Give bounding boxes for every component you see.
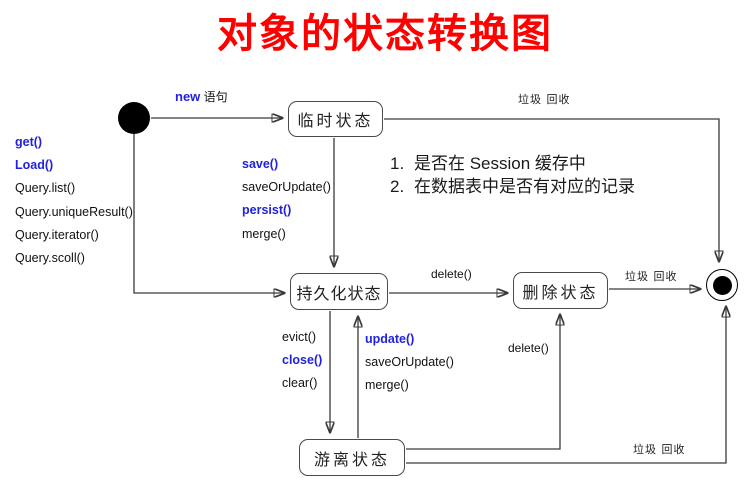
transition-delete-detached-line bbox=[406, 315, 560, 450]
method-item: persist() bbox=[242, 203, 292, 218]
final-state-icon bbox=[706, 269, 738, 301]
method-item: get() bbox=[15, 135, 43, 149]
note-text: 在数据表中是否有对应的记录 bbox=[414, 177, 635, 196]
method-item: Query.uniqueResult() bbox=[15, 204, 133, 219]
transition-gc-transient-line bbox=[384, 118, 719, 261]
method-item: close() bbox=[282, 353, 323, 368]
reattach-methods-list: update() saveOrUpdate() merge() bbox=[365, 328, 454, 398]
method-item: update() bbox=[365, 332, 415, 346]
initial-state-icon bbox=[118, 102, 150, 134]
transition-label-delete-mid: delete() bbox=[508, 341, 549, 355]
state-label-removed: 删除状态 bbox=[522, 282, 599, 302]
transition-label-new: new 语句 bbox=[175, 88, 228, 105]
note-number: 2. bbox=[390, 177, 405, 196]
transition-label-gc-bottom: 垃圾 回收 bbox=[633, 443, 686, 456]
note-item: 1. 是否在 Session 缓存中 bbox=[390, 152, 635, 175]
transition-label-delete-top: delete() bbox=[431, 267, 472, 281]
transition-label-gc-top: 垃圾 回收 bbox=[518, 93, 571, 106]
method-item: saveOrUpdate() bbox=[242, 180, 331, 195]
method-item: save() bbox=[242, 157, 279, 171]
transition-query-line bbox=[133, 134, 284, 293]
page-title: 对象的状态转换图 bbox=[217, 10, 553, 57]
method-item: Query.scoll() bbox=[15, 251, 85, 266]
note-number: 1. bbox=[390, 154, 405, 173]
notes-list: 1. 是否在 Session 缓存中 2. 在数据表中是否有对应的记录 bbox=[390, 152, 635, 198]
new-suffix: 语句 bbox=[203, 90, 228, 104]
save-methods-list: save() saveOrUpdate() persist() merge() bbox=[242, 153, 331, 246]
new-keyword: new bbox=[175, 89, 201, 104]
method-item: evict() bbox=[282, 330, 317, 344]
page-title-wrap: 对象的状态转换图 bbox=[0, 12, 744, 56]
state-label-persistent: 持久化状态 bbox=[296, 283, 382, 303]
note-text: 是否在 Session 缓存中 bbox=[414, 154, 586, 173]
state-node-detached: 游离状态 bbox=[299, 439, 405, 476]
transition-gc-detached-line bbox=[406, 307, 726, 464]
detach-methods-list: evict() close() clear() bbox=[282, 326, 322, 396]
state-node-persistent: 持久化状态 bbox=[290, 273, 388, 310]
state-label-detached: 游离状态 bbox=[313, 449, 390, 469]
final-state-core bbox=[712, 275, 732, 295]
method-item: clear() bbox=[282, 376, 318, 391]
state-label-transient: 临时状态 bbox=[297, 111, 374, 130]
method-item: Query.iterator() bbox=[15, 227, 99, 242]
method-item: Load() bbox=[15, 158, 54, 173]
state-node-transient: 临时状态 bbox=[288, 101, 383, 137]
transition-label-gc-mid: 垃圾 回收 bbox=[625, 270, 678, 283]
method-item: merge() bbox=[242, 226, 286, 241]
note-item: 2. 在数据表中是否有对应的记录 bbox=[390, 175, 635, 198]
state-node-removed: 删除状态 bbox=[513, 272, 608, 309]
creator-methods-list: get() Load() Query.list() Query.uniqueRe… bbox=[15, 131, 133, 270]
method-item: Query.list() bbox=[15, 181, 76, 196]
method-item: saveOrUpdate() bbox=[365, 355, 454, 370]
method-item: merge() bbox=[365, 378, 409, 393]
